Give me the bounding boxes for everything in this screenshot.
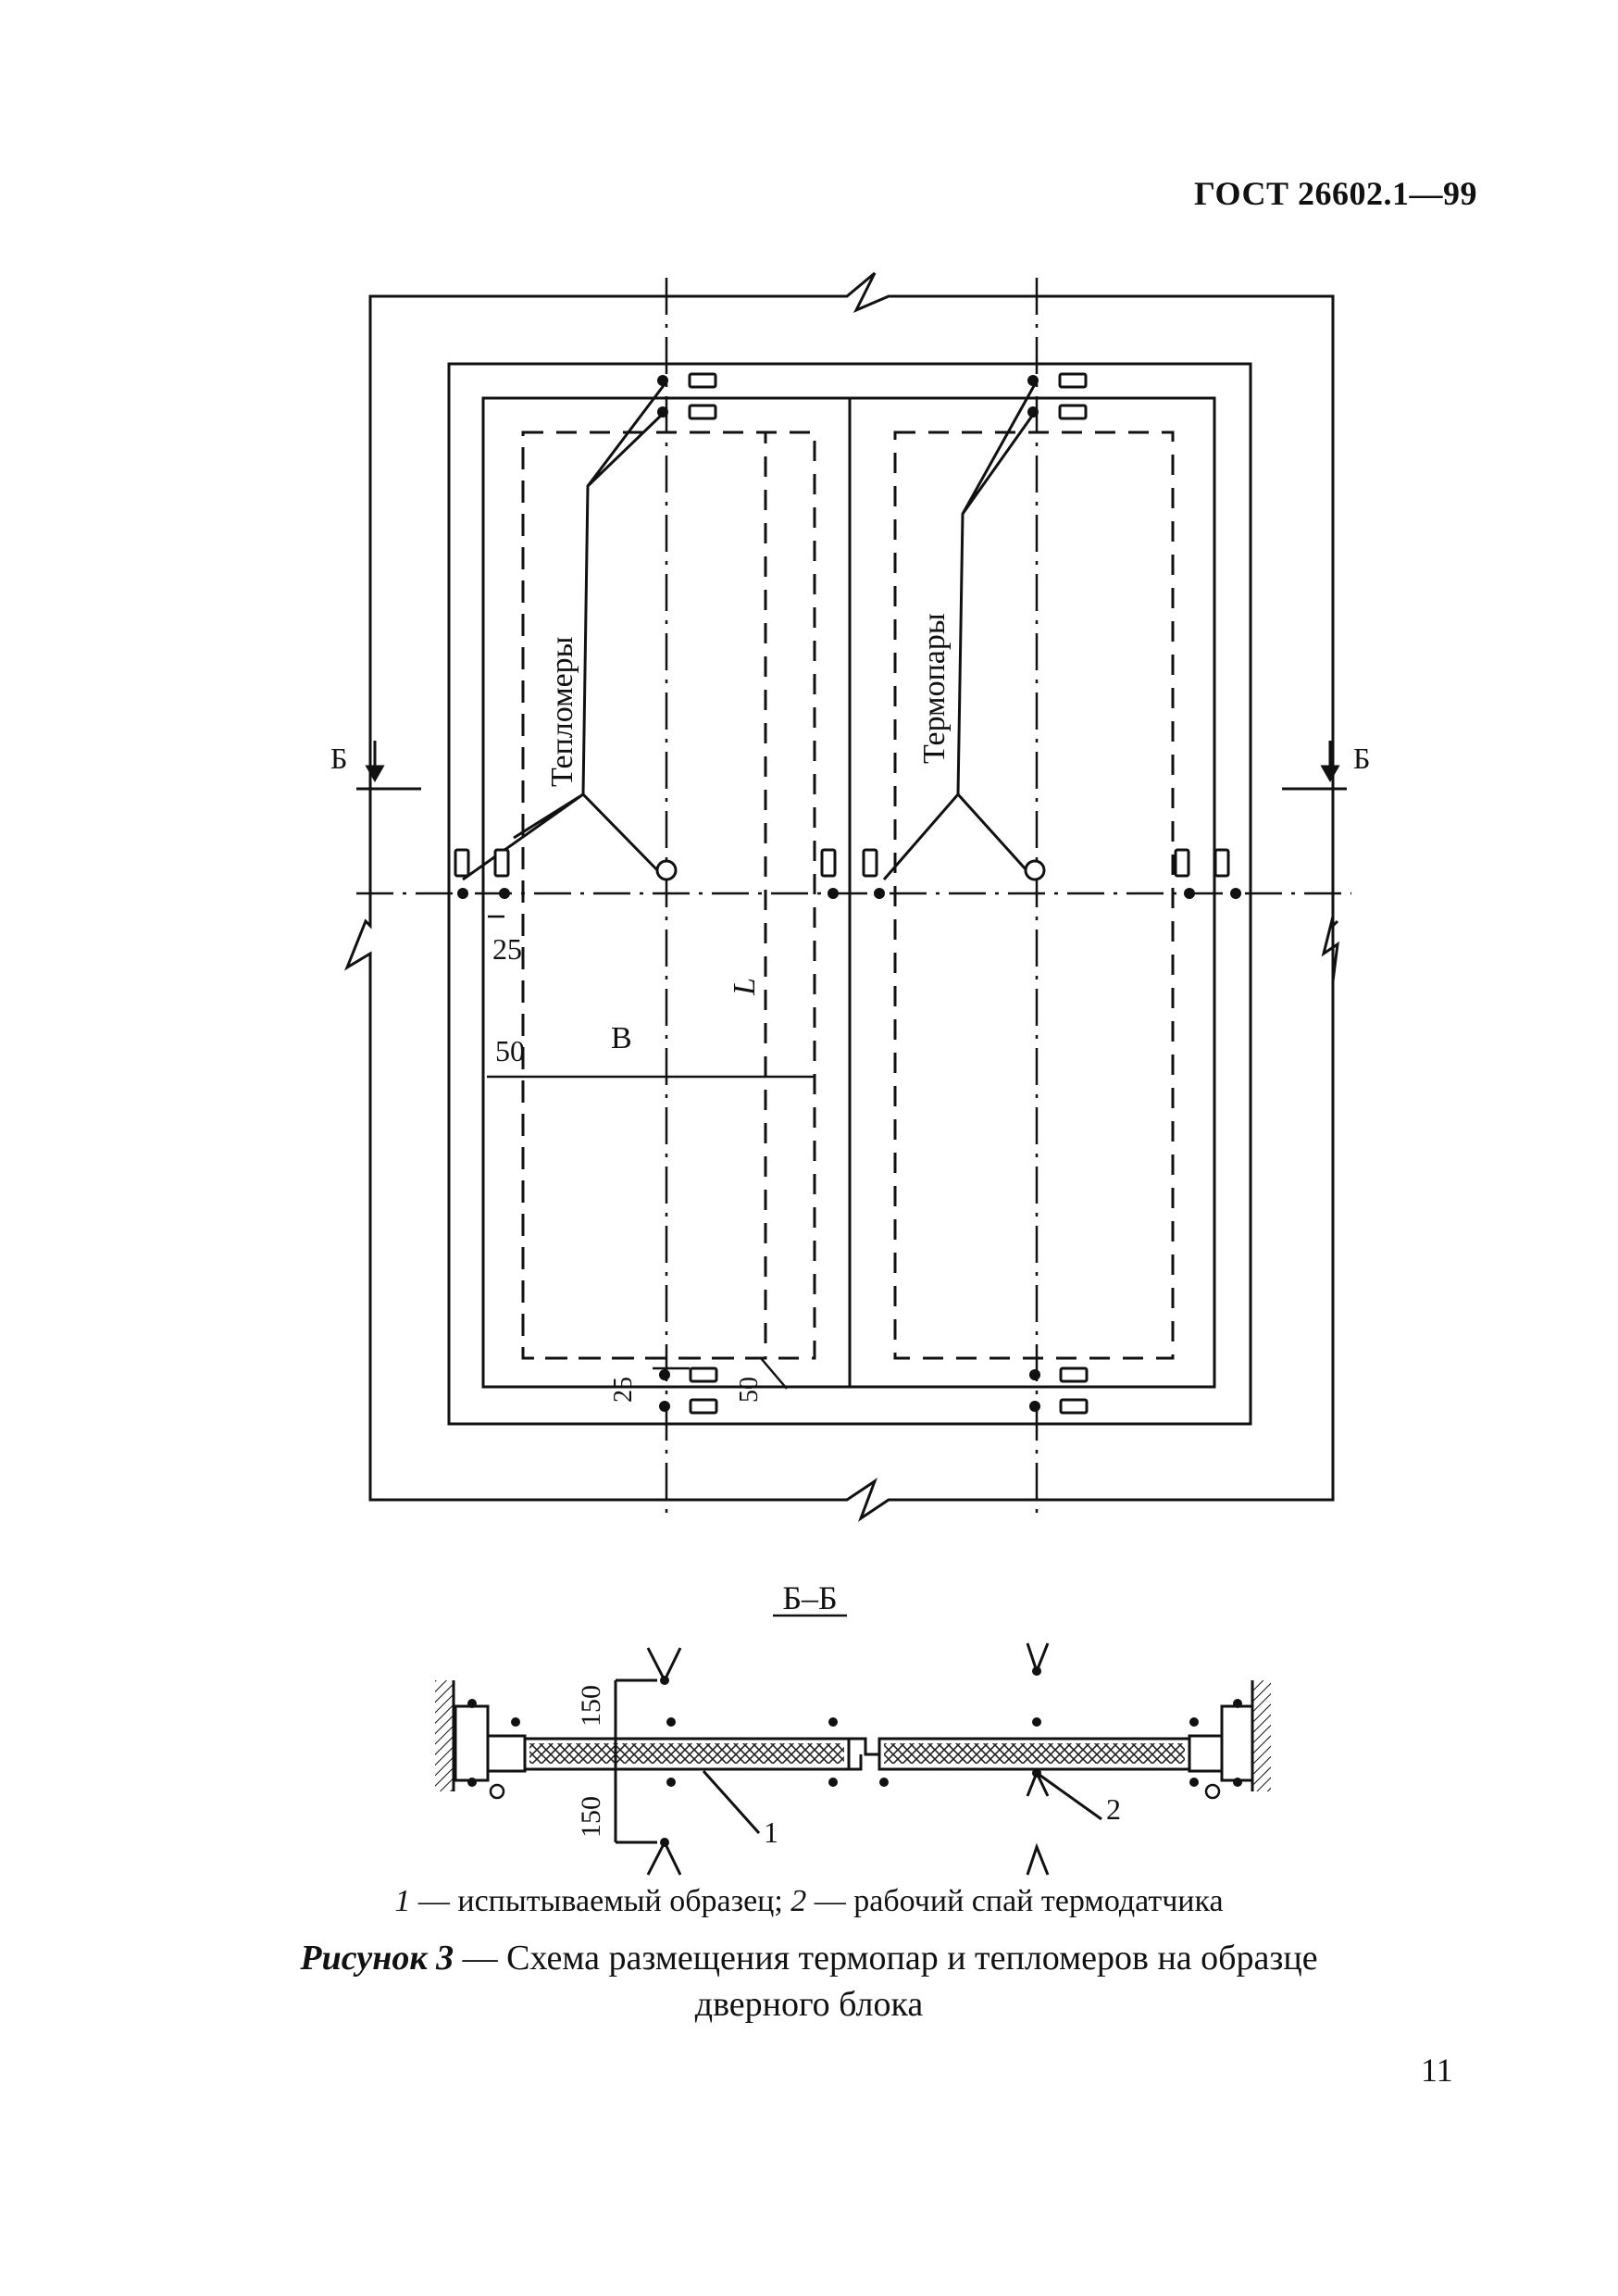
caption-line1: — Схема размещения термопар и тепломеров… (454, 1939, 1318, 1978)
dim-150-bottom: 150 (576, 1796, 606, 1838)
figure-caption: Рисунок 3 — Схема размещения термопар и … (0, 1935, 1618, 2028)
dim-B: B (611, 1021, 632, 1055)
dim-50-left: 50 (495, 1034, 525, 1067)
caption-label: Рисунок 3 (300, 1939, 454, 1978)
label-heat-meters: Тепломеры (545, 636, 579, 787)
legend-text-1: — испытываемый образец; (410, 1884, 791, 1918)
zone-left-inner (521, 430, 767, 1360)
section-mark-left: Б (330, 742, 347, 775)
dim-L: L (728, 978, 762, 996)
legend-num-2: 2 (790, 1884, 807, 1918)
caption-line2: дверного блока (694, 1985, 924, 2024)
section-drawing (435, 1642, 1271, 1876)
label-thermocouples: Термопары (917, 613, 952, 764)
dim-150-top: 150 (576, 1685, 606, 1727)
wire-right (882, 383, 1037, 881)
figure-legend: 1 — испытываемый образец; 2 — рабочий сп… (0, 1884, 1618, 1919)
wall-break-right (1321, 916, 1339, 982)
dim-50-bottom: 50 (735, 1377, 764, 1403)
dim-25-left: 25 (492, 932, 522, 966)
callout-2: 2 (1106, 1792, 1121, 1826)
document-code: ГОСТ 26602.1—99 (1194, 175, 1477, 212)
section-title: Б–Б (782, 1579, 837, 1616)
legend-text-2: — рабочий спай термодатчика (806, 1884, 1224, 1918)
zone-right (893, 430, 1175, 1360)
legend-num-1: 1 (394, 1884, 411, 1918)
callout-1: 1 (764, 1816, 778, 1849)
page-number: 11 (1421, 2052, 1453, 2089)
wall-outline (343, 271, 1335, 1522)
section-mark-right: Б (1353, 742, 1370, 775)
zone-left (521, 430, 816, 1360)
dim-25-bottom: 25 (609, 1377, 638, 1403)
wire-left (462, 383, 668, 881)
